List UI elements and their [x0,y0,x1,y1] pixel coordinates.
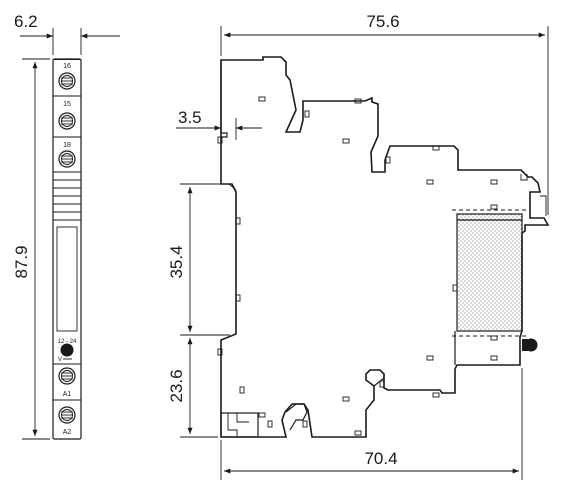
housing-outline [220,56,550,438]
led-indicator-icon [60,343,74,357]
screw-icon [58,367,76,385]
test-button-icon [524,338,538,352]
dim-module-width: 6.2 [14,12,120,55]
dim-text: 35.4 [167,245,186,278]
terminal-15: 15 [58,101,76,130]
terminal-label: A1 [63,391,72,398]
dim-text: 6.2 [14,12,38,31]
screw-icon [58,112,76,130]
terminal-a1: A1 [58,367,76,398]
terminal-16: 16 [53,59,81,90]
screw-icon [58,406,76,424]
label-window [56,226,78,332]
dim-upper-height: 35.4 [167,183,230,336]
terminal-markers [217,96,498,436]
dim-text: 70.4 [364,449,397,468]
side-view [217,56,550,438]
voltage-symbol: V [58,357,62,363]
dim-step-offset: 3.5 [176,108,262,140]
dim-overall-depth: 75.6 [220,12,549,215]
terminal-label: 16 [63,63,71,70]
terminal-a2: A2 [58,406,76,436]
terminal-label: 18 [63,142,71,149]
front-view: 16 15 18 [52,58,82,440]
dim-base-depth: 70.4 [220,368,523,480]
dim-lower-height: 23.6 [167,338,218,438]
terminal-label: 15 [63,101,71,108]
terminal-label: A2 [63,429,72,436]
relay-block [457,214,522,331]
dim-text: 23.6 [167,369,186,402]
dim-text: 87.9 [12,245,31,278]
latch-box [220,412,259,438]
voltage-range-label: 12 - 24 [58,339,77,345]
grip-ribs [53,179,81,221]
dim-text: 3.5 [178,108,202,127]
screw-icon [58,72,76,90]
dim-overall-height: 87.9 [12,58,50,440]
module-outline [52,58,82,440]
dim-text: 75.6 [366,12,399,31]
terminal-18: 18 [58,142,76,168]
screw-icon [58,150,76,168]
